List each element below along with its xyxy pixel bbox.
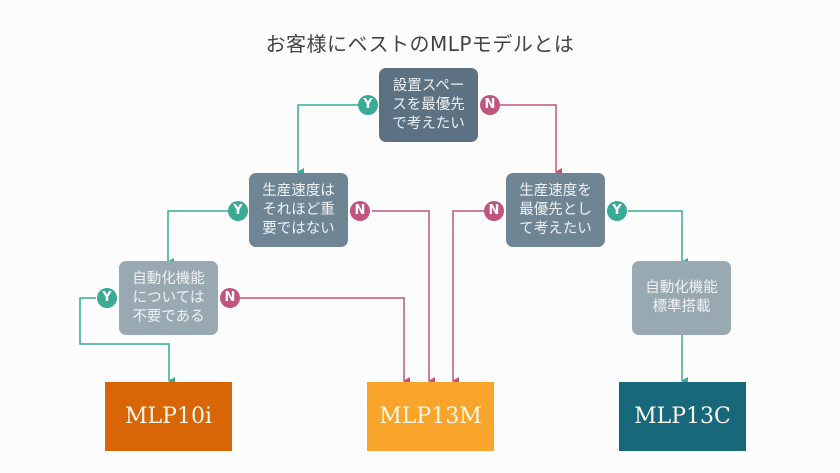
decision-space-priority: 設置スペー スを最優先 で考えたい (379, 68, 478, 142)
connector-q2r-yes (628, 210, 688, 266)
connector-q2r-no (452, 210, 484, 385)
no-badge-q3-left: N (220, 288, 240, 308)
connector-q3l-yes (79, 297, 175, 385)
connector-q2l-yes (167, 210, 228, 266)
feature-automation-standard: 自動化機能 標準搭載 (632, 261, 731, 335)
connector-q2l-no (372, 210, 435, 385)
decision-speed-priority: 生産速度を 最優先とし て考えたい (506, 173, 605, 247)
no-badge-q2-right: N (484, 201, 504, 221)
no-badge-q1: N (480, 95, 500, 115)
result-mlp13m: MLP13M (367, 382, 494, 451)
page-title: お客様にベストのMLPモデルとは (265, 32, 575, 56)
yes-badge-q2-right: Y (607, 201, 627, 221)
connector-q1-yes (297, 104, 358, 176)
decision-automation-unnecessary: 自動化機能 については 不要である (119, 261, 218, 335)
yes-badge-q3-left: Y (97, 288, 117, 308)
yes-badge-q1: Y (358, 95, 378, 115)
connector-q3l-no (240, 297, 410, 385)
decision-speed-not-important: 生産速度は それほど重 要ではない (249, 173, 348, 247)
connector-q1-no (500, 104, 562, 176)
yes-badge-q2-left: Y (228, 201, 248, 221)
no-badge-q2-left: N (350, 201, 370, 221)
result-mlp13c: MLP13C (619, 382, 746, 451)
result-mlp10i: MLP10i (105, 382, 232, 451)
